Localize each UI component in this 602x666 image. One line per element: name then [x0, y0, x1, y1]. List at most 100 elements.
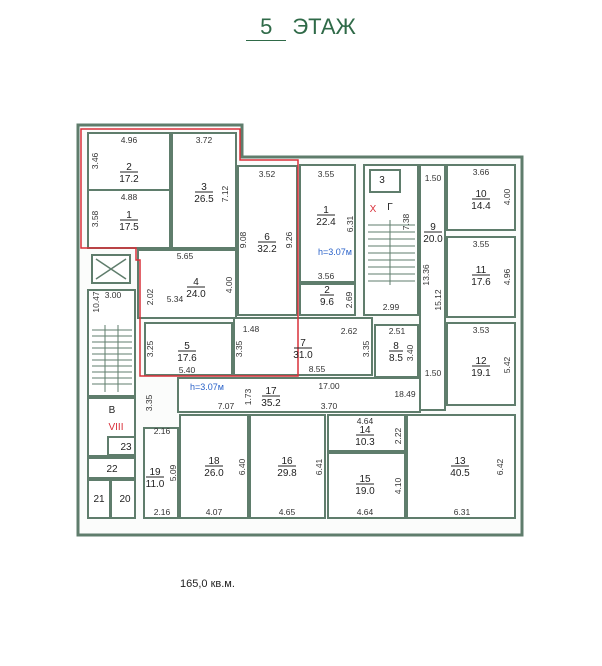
dim: 5.09: [168, 464, 178, 481]
dim: 3.55: [473, 239, 490, 249]
room-label-text: 14: [359, 425, 371, 436]
room-label-text: 9.6: [320, 297, 334, 308]
dim: 18.49: [394, 389, 416, 399]
room-2[interactable]: [87, 132, 171, 191]
room-1[interactable]: [87, 189, 171, 249]
dim: 9.08: [238, 231, 248, 248]
room-label-text: 35.2: [261, 398, 281, 409]
room-label-text: 9: [430, 222, 436, 233]
room-label-text: 10: [475, 189, 487, 200]
room-3[interactable]: [171, 132, 237, 249]
room-label: 731.0: [293, 338, 313, 361]
room-6[interactable]: [237, 165, 298, 316]
room-17-corridor[interactable]: [177, 377, 421, 413]
room-labels: 217.2 117.5 326.5 632.2 424.0 517.6 731.…: [93, 162, 491, 505]
dim: 3.35: [144, 394, 154, 411]
room-15[interactable]: [327, 452, 406, 519]
room-12[interactable]: [446, 322, 516, 406]
dim: 6.31: [345, 215, 355, 232]
room-10[interactable]: [446, 164, 516, 231]
dim: 5.40: [179, 365, 196, 375]
room-label-text: 8.5: [389, 353, 403, 364]
dim: 4.65: [279, 507, 296, 517]
dim: 13.36: [421, 264, 431, 286]
dim: 3.58: [90, 210, 100, 227]
room-19[interactable]: [143, 427, 179, 519]
dim: 3.35: [361, 340, 371, 357]
room-label-text: 15: [359, 474, 371, 485]
dim: 3.00: [105, 290, 122, 300]
dim: 2.51: [389, 326, 406, 336]
dim: 7.12: [220, 185, 230, 202]
floor-word: ЭТАЖ: [292, 14, 356, 39]
dim: 10.47: [91, 291, 101, 313]
room-label-text: 1: [126, 210, 132, 221]
room-1-right[interactable]: [299, 164, 356, 283]
room-label: 517.6: [177, 341, 197, 364]
room-7[interactable]: [233, 317, 373, 376]
room-label-text: 7: [300, 338, 306, 349]
room-2-right[interactable]: [299, 283, 356, 316]
room-11[interactable]: [446, 236, 516, 318]
room-label: 424.0: [186, 277, 206, 300]
dim: 1.73: [243, 388, 253, 405]
dim: 1.50: [425, 368, 442, 378]
room-label-text: 26.0: [204, 468, 224, 479]
room-label: 117.5: [119, 210, 139, 233]
dim: 2.16: [154, 507, 171, 517]
room-label-text: 17.5: [119, 222, 139, 233]
dim: 15.12: [433, 289, 443, 311]
room-label: 88.5: [389, 341, 403, 364]
dim: 2.62: [341, 326, 358, 336]
dim: 3.66: [473, 167, 490, 177]
room-label-text: 40.5: [450, 468, 470, 479]
room-label: 632.2: [257, 232, 277, 255]
dim: 17.00: [318, 381, 340, 391]
room-5[interactable]: [144, 322, 233, 376]
dim: 4.96: [121, 135, 138, 145]
room-22[interactable]: [87, 457, 136, 479]
total-area-label: 165,0 кв.м.: [180, 578, 235, 590]
room-9-corridor[interactable]: [419, 164, 446, 411]
room-label-text: 17.6: [177, 353, 197, 364]
small-room-v: В: [109, 405, 116, 416]
dim: 4.00: [502, 188, 512, 205]
dimension-labels: 4.96 3.46 4.88 3.58 3.72 7.12 3.52 9.08 …: [90, 135, 512, 517]
room-label-text: 12: [475, 356, 487, 367]
room-20[interactable]: [110, 479, 136, 519]
room-label: 29.6: [320, 285, 334, 308]
room-label-text: 10.3: [355, 437, 375, 448]
dim: 3.56: [318, 271, 335, 281]
small-room-20: 20: [119, 494, 131, 505]
room-label-text: 17.2: [119, 174, 139, 185]
room-label-text: 16: [281, 456, 293, 467]
floor-number: 5: [246, 14, 287, 41]
dim: 3.70: [321, 401, 338, 411]
dim: 3.55: [318, 169, 335, 179]
room-label-text: 3: [201, 182, 207, 193]
dim: 1.48: [243, 324, 260, 334]
room-label-text: 22.4: [316, 217, 336, 228]
dim: 3.25: [145, 340, 155, 357]
dim: 3.40: [405, 344, 415, 361]
room-label-text: 13: [454, 456, 466, 467]
room-label-text: 29.8: [277, 468, 297, 479]
room-23[interactable]: [107, 436, 136, 456]
room-4[interactable]: [137, 249, 237, 319]
room-14[interactable]: [327, 414, 406, 452]
dim: 7.38: [401, 213, 411, 230]
dim: 3.52: [259, 169, 276, 179]
room-label-text: 5: [184, 341, 190, 352]
dim: 9.26: [284, 231, 294, 248]
elevator-icon: [95, 258, 127, 280]
